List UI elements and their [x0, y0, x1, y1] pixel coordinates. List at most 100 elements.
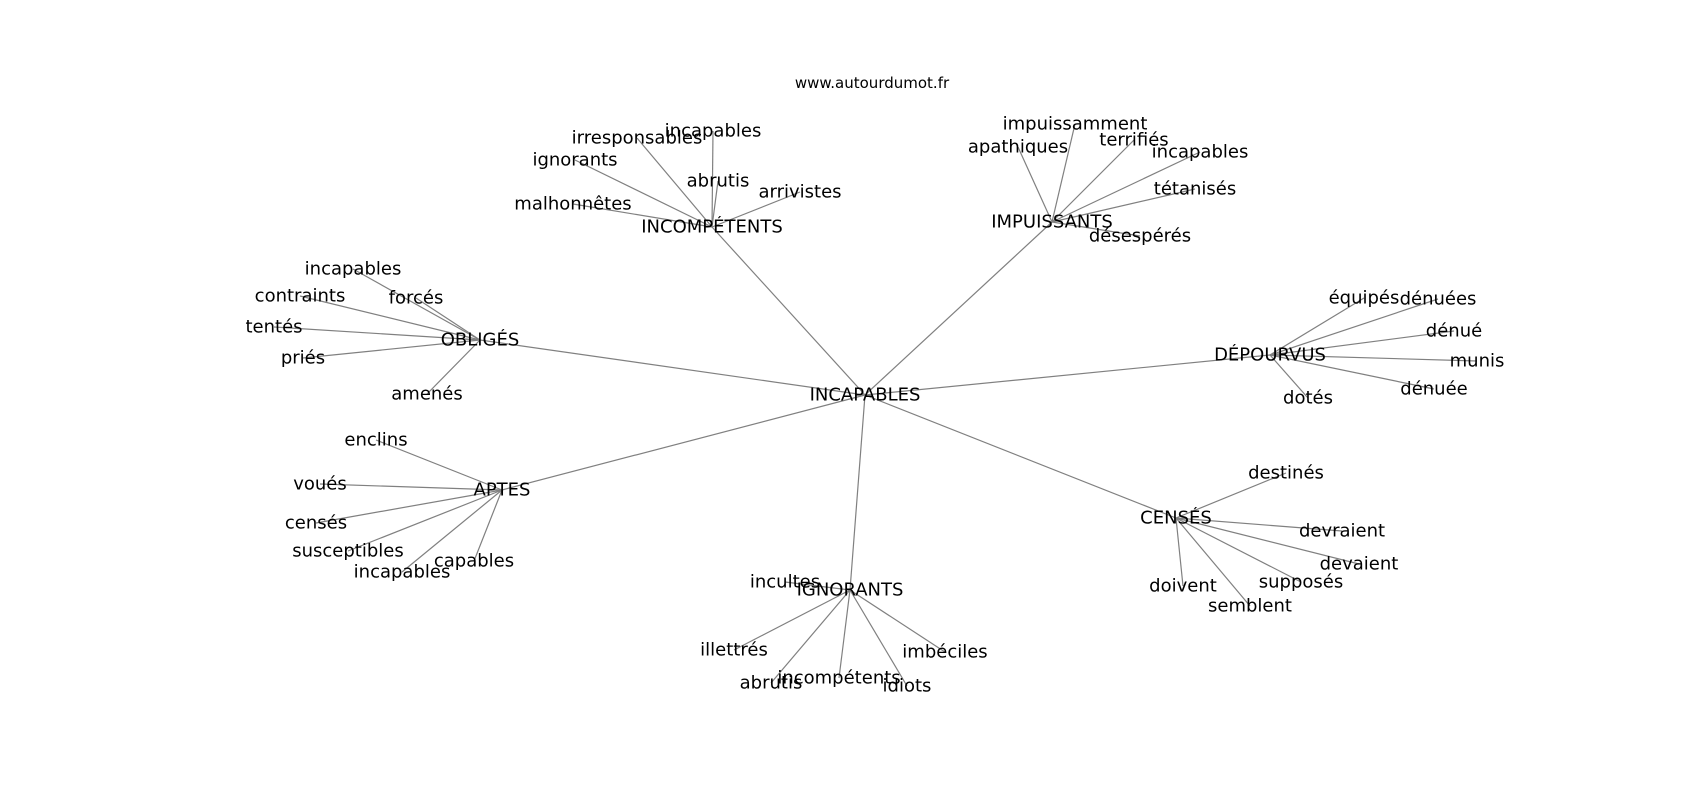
leaf-node[interactable]: incapables: [354, 562, 451, 583]
edge-depourvus-leaf: [1269, 330, 1455, 356]
leaf-node[interactable]: incapables: [1152, 142, 1249, 163]
edge-obliges-leaf: [299, 295, 481, 341]
leaf-node[interactable]: arrivistes: [758, 182, 841, 203]
leaf-node[interactable]: destinés: [1248, 463, 1324, 484]
edge-depourvus-leaf: [1269, 297, 1365, 356]
edge-obliges-leaf: [426, 339, 481, 395]
leaf-node[interactable]: amenés: [391, 384, 463, 405]
leaf-node[interactable]: susceptibles: [292, 541, 404, 562]
leaf-node[interactable]: abrutis: [740, 673, 803, 694]
edge-obliges-leaf: [302, 339, 481, 359]
leaf-node[interactable]: enclins: [344, 430, 407, 451]
edge-ignorants-leaf: [838, 589, 851, 679]
edge-incompetents-leaf: [572, 203, 713, 228]
leaf-node[interactable]: ignorants: [532, 150, 617, 171]
edge-depourvus-leaf: [1269, 354, 1309, 399]
edge-obliges-leaf: [273, 326, 481, 341]
edge-aptes-leaf: [401, 489, 503, 573]
edges: [273, 123, 1478, 687]
edge-impuissants-leaf: [1051, 123, 1076, 223]
leaf-node[interactable]: tentés: [245, 317, 302, 338]
edge-ignorants-leaf: [770, 589, 851, 684]
leaf-node[interactable]: illettrés: [700, 640, 768, 661]
leaf-node[interactable]: doivent: [1149, 576, 1217, 597]
group-node-depourvus[interactable]: DÉPOURVUS: [1214, 344, 1326, 366]
edge-incompetents-leaf: [711, 130, 714, 228]
leaf-node[interactable]: désespérés: [1089, 226, 1191, 247]
edge-ignorants-leaf: [849, 589, 946, 653]
leaf-node[interactable]: apathiques: [968, 137, 1068, 158]
edge-depourvus-leaf: [1269, 354, 1435, 390]
edge-censes-leaf: [1175, 517, 1360, 565]
edge-aptes-leaf: [375, 439, 503, 491]
edge-root-impuissants: [864, 221, 1053, 396]
edge-censes-leaf: [1175, 472, 1287, 519]
labels: INCAPABLES INCOMPÉTENTS malhonnêtes ignoran…: [245, 114, 1504, 697]
edge-aptes-leaf: [473, 489, 503, 562]
leaf-node[interactable]: dénué: [1426, 321, 1482, 342]
leaf-node[interactable]: idiots: [883, 676, 932, 697]
leaf-node[interactable]: irresponsables: [572, 128, 703, 149]
edge-impuissants-leaf: [1051, 151, 1201, 223]
edge-root-censes: [864, 394, 1177, 519]
leaf-node[interactable]: dénuée: [1400, 379, 1467, 400]
leaf-node[interactable]: devaient: [1320, 554, 1399, 575]
edge-impuissants-leaf: [1051, 221, 1141, 237]
edge-censes-leaf: [1175, 517, 1184, 587]
edge-ignorants-leaf: [784, 581, 851, 591]
edge-censes-leaf: [1175, 517, 1251, 607]
edge-aptes-leaf: [347, 489, 503, 552]
edge-obliges-leaf: [352, 268, 481, 341]
edge-incompetents-leaf: [711, 191, 801, 228]
edge-depourvus-leaf: [1269, 298, 1439, 356]
leaf-node[interactable]: incapables: [305, 259, 402, 280]
edge-ignorants-leaf: [733, 589, 851, 651]
leaf-node[interactable]: équipés: [1329, 288, 1400, 309]
group-node-aptes[interactable]: APTES: [474, 480, 531, 501]
group-node-censes[interactable]: CENSÉS: [1140, 507, 1212, 529]
edge-root-depourvus: [864, 354, 1271, 396]
edge-root-aptes: [501, 394, 866, 491]
group-node-impuissants[interactable]: IMPUISSANTS: [991, 212, 1113, 233]
leaf-node[interactable]: impuissamment: [1003, 114, 1148, 135]
edge-incompetents-leaf: [574, 159, 713, 228]
leaf-node[interactable]: supposés: [1259, 572, 1343, 593]
source-label: www.autourdumot.fr: [795, 74, 950, 92]
edge-aptes-leaf: [315, 489, 503, 524]
edge-incompetents-leaf: [711, 180, 719, 228]
leaf-node[interactable]: tétanisés: [1154, 179, 1236, 200]
edge-aptes-leaf: [319, 483, 503, 491]
leaf-node[interactable]: incompétents: [777, 668, 900, 689]
root-node[interactable]: INCAPABLES: [810, 385, 921, 406]
leaf-node[interactable]: contraints: [255, 286, 346, 307]
edge-impuissants-leaf: [1017, 146, 1053, 223]
leaf-node[interactable]: capables: [434, 551, 514, 572]
leaf-node[interactable]: voués: [293, 474, 347, 495]
leaf-node[interactable]: terrifiés: [1099, 130, 1168, 151]
leaf-node[interactable]: incapables: [665, 121, 762, 142]
edge-censes-leaf: [1175, 517, 1302, 583]
edge-incompetents-leaf: [636, 137, 713, 228]
leaf-node[interactable]: dotés: [1283, 388, 1333, 409]
edge-impuissants-leaf: [1051, 188, 1196, 223]
leaf-node[interactable]: devraient: [1299, 521, 1385, 542]
leaf-node[interactable]: abrutis: [687, 171, 750, 192]
group-node-incompetents[interactable]: INCOMPÉTENTS: [641, 216, 783, 238]
leaf-node[interactable]: priés: [281, 348, 325, 369]
leaf-node[interactable]: semblent: [1208, 596, 1292, 617]
leaf-node[interactable]: censés: [285, 513, 347, 534]
leaf-node[interactable]: forcés: [389, 288, 444, 309]
edge-ignorants-leaf: [849, 589, 908, 687]
edge-impuissants-leaf: [1051, 139, 1135, 223]
leaf-node[interactable]: dénuées: [1400, 289, 1477, 310]
leaf-node[interactable]: incultes: [750, 572, 820, 593]
edge-censes-leaf: [1175, 517, 1343, 532]
group-node-obliges[interactable]: OBLIGÉS: [441, 329, 520, 351]
leaf-node[interactable]: malhonnêtes: [514, 194, 631, 215]
edge-depourvus-leaf: [1269, 354, 1478, 362]
leaf-node[interactable]: imbéciles: [902, 642, 987, 663]
edge-obliges-leaf: [415, 297, 481, 341]
leaf-node[interactable]: munis: [1450, 351, 1505, 372]
group-node-ignorants[interactable]: IGNORANTS: [797, 580, 904, 601]
